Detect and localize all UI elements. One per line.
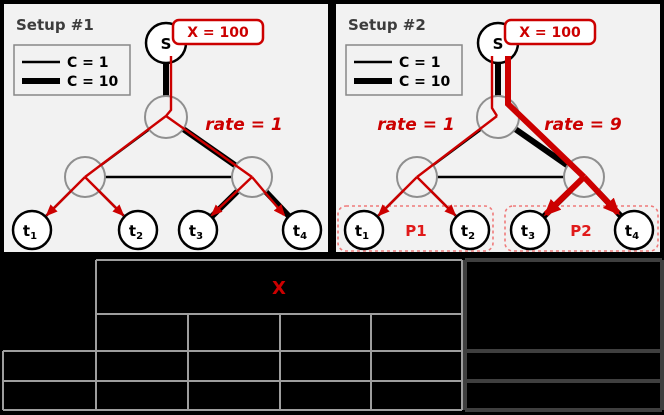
results-table-right-grid [463, 258, 664, 412]
flow-s-mid-thick [505, 56, 587, 180]
x-badge-label: X = 100 [519, 25, 581, 41]
x-badge: X = 100 [503, 18, 597, 46]
t2-sub: 2 [136, 231, 143, 242]
setup1-flow-paths [45, 56, 286, 217]
flow-s-mid [165, 56, 173, 117]
terminal-node-t2 [117, 209, 159, 251]
results-table: X [2, 258, 664, 412]
flow-mid-right [165, 115, 253, 178]
group-label-p1: P1 [405, 222, 426, 240]
terminal-node-t1 [11, 209, 53, 251]
relay-node-mid [476, 95, 520, 139]
setup1-panel: X = 100 Setup #1 S rate = 1 C = 1 C = 10… [4, 4, 328, 252]
flow-arrow-t2 [416, 176, 457, 217]
terminal-label-t4: t4 [293, 222, 307, 242]
terminal-node-t3 [509, 209, 551, 251]
panel-title: Setup #1 [16, 16, 94, 34]
t2-base: t [129, 222, 136, 240]
group-box-p2 [504, 205, 659, 252]
t1-sub: 1 [30, 231, 37, 242]
rate-label-left: rate = 1 [377, 115, 454, 135]
t3-base: t [521, 222, 528, 240]
flow-s-mid-thin [490, 56, 499, 117]
flow-arrow-t3 [210, 176, 253, 217]
left-grid-verticals [2, 260, 463, 410]
t1-base: t [23, 222, 30, 240]
legend-box [13, 44, 131, 96]
setup1-diagram: X = 100 Setup #1 S rate = 1 C = 1 C = 10… [11, 16, 323, 251]
source-label: S [493, 35, 504, 53]
t1-sub: 1 [362, 231, 369, 242]
panel-title: Setup #2 [348, 16, 426, 34]
legend: C = 1 C = 10 [13, 44, 131, 96]
rate-label: rate = 1 [205, 115, 282, 135]
x-badge: X = 100 [171, 18, 265, 46]
t4-sub: 4 [632, 231, 639, 242]
terminal-node-t2 [449, 209, 491, 251]
right-grid-verticals [463, 260, 664, 410]
terminal-label-t3: t3 [521, 222, 535, 242]
legend-thin-label: C = 1 [399, 55, 441, 71]
t2-sub: 2 [468, 231, 475, 242]
t4-sub: 4 [300, 231, 307, 242]
x-badge-label: X = 100 [187, 25, 249, 41]
right-grid-horizontals [465, 258, 662, 412]
setup2-flow-thick [505, 56, 621, 217]
flow-arrow-t1 [377, 176, 418, 217]
terminal-node-t4 [281, 209, 323, 251]
group-label-p2: P2 [570, 222, 591, 240]
legend-thick-label: C = 10 [67, 74, 118, 90]
results-table-left-grid [2, 259, 463, 411]
t3-base: t [189, 222, 196, 240]
t3-sub: 3 [196, 231, 203, 242]
terminal-label-t1: t1 [23, 222, 37, 242]
flow-arrow-t1 [45, 176, 86, 217]
terminal-label-t3: t3 [189, 222, 203, 242]
flow-arrow-t2 [84, 176, 125, 217]
flow-mid-left [416, 115, 498, 178]
left-grid-horizontals [3, 259, 462, 411]
x-badge-box [171, 18, 265, 46]
t2-base: t [461, 222, 468, 240]
flow-arrow-t4 [581, 174, 621, 216]
terminal-label-t2: t2 [461, 222, 475, 242]
t1-base: t [355, 222, 362, 240]
legend-thick-label: C = 10 [399, 74, 450, 90]
source-label: S [161, 35, 172, 53]
terminal-node-t1 [343, 209, 385, 251]
terminal-node-t4 [613, 209, 655, 251]
terminal-label-t4: t4 [625, 222, 639, 242]
table-header-x: X [272, 278, 286, 299]
flow-arrow-t4 [251, 176, 286, 217]
t3-sub: 3 [528, 231, 535, 242]
terminal-label-t2: t2 [129, 222, 143, 242]
t4-base: t [293, 222, 300, 240]
terminal-node-t3 [177, 209, 219, 251]
flow-arrow-t3 [543, 174, 587, 217]
rate-label-right: rate = 9 [544, 115, 622, 135]
legend-box [345, 44, 463, 96]
legend-thin-label: C = 1 [67, 55, 109, 71]
legend: C = 1 C = 10 [345, 44, 463, 96]
terminal-label-t1: t1 [355, 222, 369, 242]
flow-mid-left [84, 115, 167, 178]
setup2-diagram: X = 100 Setup #2 S rate = 1 rate = 9 P1 … [337, 16, 659, 252]
x-badge-box [503, 18, 597, 46]
t4-base: t [625, 222, 632, 240]
setup2-flow-thin [377, 56, 499, 217]
setup2-panel: X = 100 Setup #2 S rate = 1 rate = 9 P1 … [336, 4, 660, 252]
